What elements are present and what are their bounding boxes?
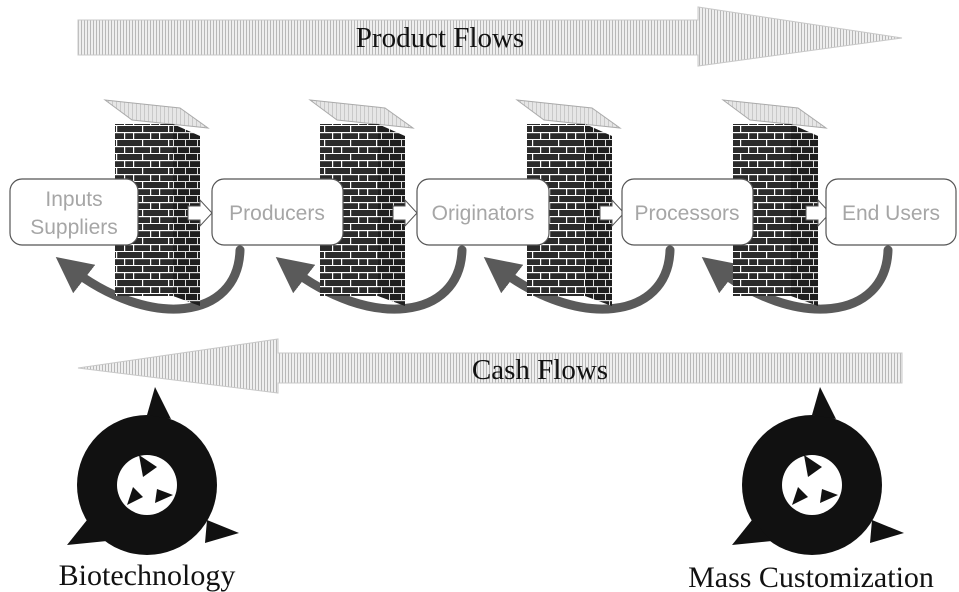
return-arrow-1 bbox=[55, 245, 245, 314]
product-flows-banner: Product Flows bbox=[77, 6, 903, 67]
chain-box-label: End Users bbox=[842, 202, 940, 225]
chain-box-end-users: End Users bbox=[825, 178, 957, 246]
chain-box-producers: Producers bbox=[211, 178, 344, 246]
cash-flows-banner: Cash Flows bbox=[77, 338, 903, 394]
chain-box-label: Producers bbox=[229, 202, 325, 225]
chain-box-originators: Originators bbox=[416, 178, 550, 246]
connector-4 bbox=[805, 198, 831, 228]
barrier-wall-4 bbox=[721, 99, 828, 306]
cash-flows-label: Cash Flows bbox=[472, 354, 608, 386]
cash-flows-arrow bbox=[77, 338, 903, 394]
chain-box-label: Processors bbox=[634, 202, 739, 225]
mass-customization-cycle-icon bbox=[732, 387, 904, 555]
connector-1 bbox=[187, 198, 213, 228]
product-flows-label: Product Flows bbox=[356, 22, 524, 54]
product-flows-arrow bbox=[77, 6, 903, 67]
connector-2 bbox=[392, 198, 418, 228]
barrier-wall-2 bbox=[308, 99, 415, 306]
chain-box-label-line2: Suppliers bbox=[30, 216, 118, 239]
mass-customization-label: Mass Customization bbox=[688, 561, 934, 592]
chain-box-processors: Processors bbox=[621, 178, 754, 246]
biotechnology-cycle-icon bbox=[67, 387, 239, 555]
chain-box-inputs-suppliers: Inputs Suppliers bbox=[9, 178, 139, 246]
chain-box-label: Originators bbox=[432, 202, 535, 225]
biotechnology-label: Biotechnology bbox=[59, 559, 236, 592]
chain-box-label-line1: Inputs bbox=[45, 188, 102, 211]
forward-connectors bbox=[187, 198, 831, 228]
connector-3 bbox=[599, 198, 625, 228]
